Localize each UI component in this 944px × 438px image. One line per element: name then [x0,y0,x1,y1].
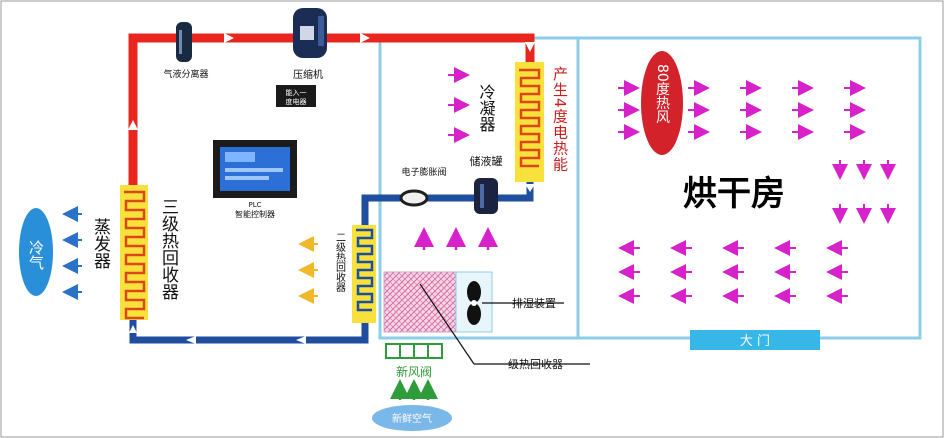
cold-air-bubble [19,208,53,296]
drying-room-arrows-down [832,160,896,224]
cold-air-label: 冷气 [27,240,45,270]
fresh-air-valve-icon [385,343,443,359]
compressor-sublabel-1: 能入一 [286,88,307,97]
condenser-coil [515,62,544,182]
hot-air-bubble [641,51,683,155]
compressor-icon [293,8,327,58]
compressor-label: 压缩机 [293,68,323,81]
fan-icon [467,281,481,325]
condenser-label: 冷凝器 [477,84,496,132]
fresh-air-valve-label: 新风阀 [396,364,432,379]
plc-controller [213,140,297,198]
fresh-air-bubble [372,405,452,431]
exhaust-label: 排湿装置 [512,296,556,310]
heater-label: 产生4度电热能 [551,66,569,173]
drying-room-label: 烘干房 [683,174,785,214]
compressor-sublabel-box [276,85,316,107]
door-label: 大 门 [740,334,770,349]
recovery3-label: 三级热回收器 [158,198,179,300]
evaporator-coil [120,185,148,320]
up-air-arrows [414,227,498,250]
fresh-air-label: 新鲜空气 [392,412,432,425]
recovery1-label: 一级热回收器 [497,357,563,371]
separator-label: 气液分离器 [163,68,208,80]
receiver-label: 储液罐 [470,154,503,168]
condenser-air-arrows [448,67,470,143]
recovery2-label: 二级热回收器 [334,232,346,293]
drying-room-arrows-left [618,240,848,304]
hot-air-label: 80度热风 [654,64,670,125]
controller-sublabel: 智能控制器 [235,209,275,219]
cold-pipe [129,180,535,344]
drying-room-arrows-right [618,80,866,140]
cold-air-arrows [62,206,82,300]
receiver-tank-icon [474,178,498,214]
door-bar [690,330,820,350]
recovery2-air-arrows [298,236,318,304]
recovery2-coil [352,225,376,323]
recovery1-hatch [383,271,457,333]
hot-pipe [128,33,535,190]
separator-icon [176,22,192,62]
fresh-air-arrows [390,379,438,400]
expansion-valve-icon [399,189,429,207]
compressor-sublabel-2: 度电器 [286,97,307,106]
expansion-valve-label: 电子膨胀阀 [401,166,446,178]
leader-lines [419,283,590,365]
controller-label: PLC [248,201,261,209]
evaporator-label: 蒸发器 [90,218,111,269]
